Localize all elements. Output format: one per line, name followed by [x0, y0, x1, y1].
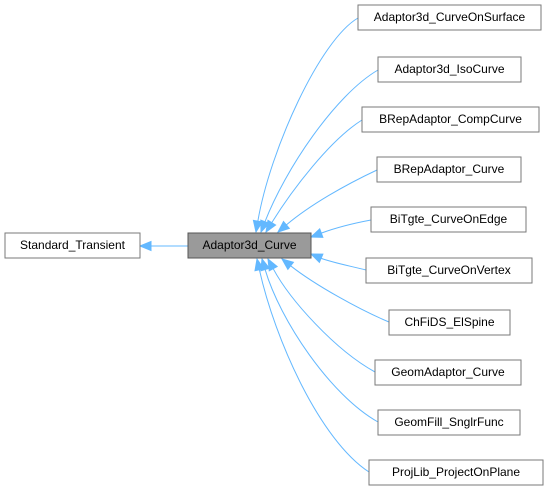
edge-derived-3-to-adaptor3d-curve — [286, 169, 378, 226]
edge-derived-1-to-adaptor3d-curve — [264, 69, 379, 222]
edge-derived-2-to-adaptor3d-curve — [271, 119, 363, 223]
node-label-standard-transient: Standard_Transient — [20, 238, 126, 252]
node-geomfill-snglrfunc[interactable]: GeomFill_SnglrFunc — [377, 409, 521, 436]
node-label: GeomFill_SnglrFunc — [394, 415, 503, 429]
node-label-adaptor3d-curve: Adaptor3d_Curve — [202, 238, 296, 252]
node-bitgte-curveonvertex[interactable]: BiTgte_CurveOnVertex — [365, 257, 533, 284]
edge-derived-7-to-adaptor3d-curve — [272, 268, 376, 373]
node-label: Adaptor3d_IsoCurve — [394, 62, 504, 76]
edge-derived-5-to-adaptor3d-curve — [320, 257, 367, 271]
edge-derived-4-to-adaptor3d-curve — [321, 219, 372, 234]
node-label: BiTgte_CurveOnVertex — [387, 263, 510, 277]
node-adaptor3d-curve[interactable]: Adaptor3d_Curve — [187, 232, 312, 259]
node-brepadaptor-compcurve[interactable]: BRepAdaptor_CompCurve — [361, 106, 540, 133]
node-label: Adaptor3d_CurveOnSurface — [374, 10, 526, 24]
node-label: ChFiDS_ElSpine — [404, 315, 494, 329]
node-label: BiTgte_CurveOnEdge — [390, 212, 508, 226]
node-label: ProjLib_ProjectOnPlane — [392, 465, 520, 479]
node-standard-transient[interactable]: Standard_Transient — [4, 232, 141, 259]
edge-derived-8-to-adaptor3d-curve — [264, 269, 379, 423]
edge-derived-6-to-adaptor3d-curve — [290, 265, 390, 323]
node-label: GeomAdaptor_Curve — [391, 365, 505, 379]
node-geomadaptor-curve[interactable]: GeomAdaptor_Curve — [374, 359, 522, 386]
node-label: BRepAdaptor_CompCurve — [379, 112, 522, 126]
edge-derived-0-to-adaptor3d-curve — [257, 17, 359, 222]
edge-derived-4-to-adaptor3d-curve-arrowhead — [309, 228, 324, 238]
node-label: BRepAdaptor_Curve — [394, 162, 505, 176]
node-chfids-elspine[interactable]: ChFiDS_ElSpine — [388, 309, 511, 336]
edge-derived-9-to-adaptor3d-curve — [258, 269, 370, 473]
node-adaptor3d-curveonsurface[interactable]: Adaptor3d_CurveOnSurface — [357, 4, 542, 31]
edge-derived-7-to-adaptor3d-curve-arrowhead — [267, 257, 279, 272]
node-bitgte-curveonedge[interactable]: BiTgte_CurveOnEdge — [370, 206, 527, 233]
edges — [138, 17, 390, 473]
edge-derived-3-to-adaptor3d-curve-arrowhead — [276, 220, 291, 233]
edge-derived-6-to-adaptor3d-curve-arrowhead — [280, 258, 295, 271]
edge-derived-5-to-adaptor3d-curve-arrowhead — [309, 253, 324, 264]
edge-adaptor3d-curve-to-standard-transient-arrowhead — [138, 240, 152, 252]
edge-derived-2-to-adaptor3d-curve-arrowhead — [265, 219, 277, 234]
node-projlib-projectonplane[interactable]: ProjLib_ProjectOnPlane — [368, 459, 544, 486]
node-brepadaptor-curve[interactable]: BRepAdaptor_Curve — [376, 156, 522, 183]
node-adaptor3d-isocurve[interactable]: Adaptor3d_IsoCurve — [377, 56, 522, 83]
